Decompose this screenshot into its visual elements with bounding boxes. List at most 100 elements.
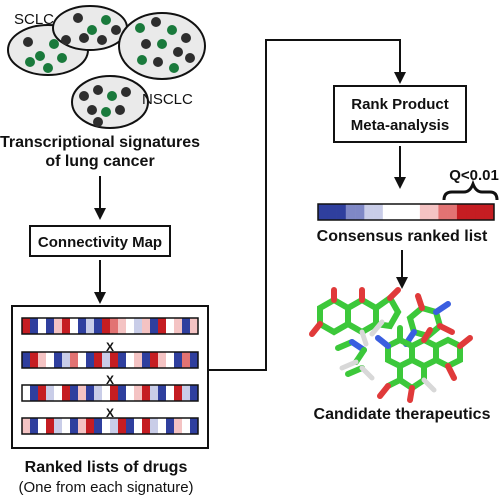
green-dot bbox=[25, 57, 35, 67]
drug-rank-cell bbox=[110, 385, 119, 401]
green-dot bbox=[157, 39, 167, 49]
drug-rank-cell bbox=[110, 318, 119, 334]
drug-rank-cell bbox=[134, 352, 143, 368]
dark-dot bbox=[111, 25, 121, 35]
drug-rank-cell bbox=[22, 318, 31, 334]
drug-rank-cell bbox=[174, 318, 183, 334]
cross-symbol-3: X bbox=[106, 406, 114, 420]
consensus-rank-cell bbox=[373, 204, 384, 220]
drug-rank-rows bbox=[21, 317, 199, 435]
dark-dot bbox=[93, 117, 103, 127]
consensus-rank-cell bbox=[484, 204, 495, 220]
dark-dot bbox=[115, 105, 125, 115]
dark-dot bbox=[153, 57, 163, 67]
drug-rank-cell bbox=[102, 318, 111, 334]
drug-rank-cell bbox=[182, 318, 191, 334]
drug-rank-cell bbox=[126, 318, 135, 334]
dark-dot bbox=[79, 33, 89, 43]
green-dot bbox=[167, 25, 177, 35]
drug-rank-cell bbox=[174, 418, 183, 434]
drug-rank-cell bbox=[118, 385, 127, 401]
cmap-label: Connectivity Map bbox=[38, 234, 162, 251]
drug-rank-cell bbox=[110, 418, 119, 434]
arrowhead-to-ranked-lists bbox=[94, 292, 106, 304]
dark-dot bbox=[121, 87, 131, 97]
drug-rank-cell bbox=[166, 318, 175, 334]
consensus-rank-cell bbox=[447, 204, 458, 220]
molecule-icon-1 bbox=[309, 287, 402, 347]
cluster-ellipse-nsclc bbox=[71, 75, 149, 129]
green-dot bbox=[107, 91, 117, 101]
candidates-title: Candidate therapeutics bbox=[314, 406, 491, 423]
drug-rank-cell bbox=[102, 385, 111, 401]
rank-product-box bbox=[333, 85, 467, 143]
consensus-rank-cell bbox=[336, 204, 347, 220]
drug-rank-cell bbox=[190, 318, 199, 334]
drug-rank-row-outline bbox=[21, 384, 199, 402]
consensus-rank-cell bbox=[410, 204, 421, 220]
drug-rank-cell bbox=[94, 352, 103, 368]
arrowhead-to-candidates bbox=[396, 277, 408, 289]
consensus-rank-cell bbox=[401, 204, 411, 220]
drug-rank-cell bbox=[182, 418, 191, 434]
q-value-label: Q<0.01 bbox=[449, 167, 499, 184]
green-dot bbox=[35, 51, 45, 61]
drug-rank-cell bbox=[54, 418, 63, 434]
drug-rank-cell bbox=[182, 352, 191, 368]
molecule-structures bbox=[309, 287, 473, 403]
cross-symbol-1: X bbox=[106, 340, 114, 354]
arrowhead-to-rank-product bbox=[394, 72, 406, 84]
drug-rank-row-outline bbox=[21, 351, 199, 369]
drug-rank-cell bbox=[38, 418, 47, 434]
drug-rank-cell bbox=[126, 418, 135, 434]
drug-rank-cell bbox=[150, 352, 159, 368]
dark-dot bbox=[151, 17, 161, 27]
drug-rank-cell bbox=[142, 318, 151, 334]
drug-rank-cell bbox=[190, 418, 199, 434]
green-dot bbox=[101, 15, 111, 25]
cross-symbol-2: X bbox=[106, 373, 114, 387]
dark-dot bbox=[97, 35, 107, 45]
drug-rank-cell bbox=[102, 352, 111, 368]
drug-rank-cell bbox=[158, 385, 167, 401]
molecule-icon-3 bbox=[335, 339, 375, 381]
dark-dot bbox=[73, 13, 83, 23]
drug-rank-cell bbox=[70, 418, 79, 434]
connector-to-rank-product bbox=[208, 39, 401, 371]
green-dot bbox=[137, 55, 147, 65]
drug-rank-cell bbox=[174, 352, 183, 368]
drug-rank-cell bbox=[62, 352, 71, 368]
rank-product-line1: Rank Product bbox=[351, 96, 449, 113]
dark-dot bbox=[141, 39, 151, 49]
consensus-rank-cell bbox=[392, 204, 402, 220]
drug-rank-cell bbox=[86, 418, 95, 434]
drug-rank-cell bbox=[110, 352, 119, 368]
drug-rank-cell bbox=[150, 318, 159, 334]
consensus-rank-cell bbox=[327, 204, 337, 220]
drug-rank-cell bbox=[190, 352, 199, 368]
drug-rank-cell bbox=[22, 418, 31, 434]
consensus-rank-cell bbox=[345, 204, 356, 220]
dark-dot bbox=[61, 35, 71, 45]
drug-rank-cell bbox=[134, 385, 143, 401]
consensus-rank-row bbox=[317, 203, 495, 221]
drug-rank-cell bbox=[94, 318, 103, 334]
drug-rank-cell bbox=[46, 418, 55, 434]
drug-rank-cell bbox=[158, 352, 167, 368]
sclc-label: SCLC bbox=[14, 11, 54, 28]
drug-rank-cell bbox=[30, 418, 39, 434]
drug-rank-cell bbox=[86, 352, 95, 368]
green-dot bbox=[43, 63, 53, 73]
drug-rank-cell bbox=[126, 385, 135, 401]
dark-dot bbox=[181, 33, 191, 43]
drug-rank-cell bbox=[174, 385, 183, 401]
arrowhead-to-cmap bbox=[94, 208, 106, 220]
consensus-rank-cell bbox=[429, 204, 439, 220]
nsclc-label: NSCLC bbox=[142, 91, 193, 108]
dark-dot bbox=[87, 105, 97, 115]
drug-rank-cell bbox=[62, 318, 71, 334]
consensus-rank-cell bbox=[355, 204, 365, 220]
drug-rank-cell bbox=[86, 318, 95, 334]
drug-rank-cell bbox=[70, 352, 79, 368]
